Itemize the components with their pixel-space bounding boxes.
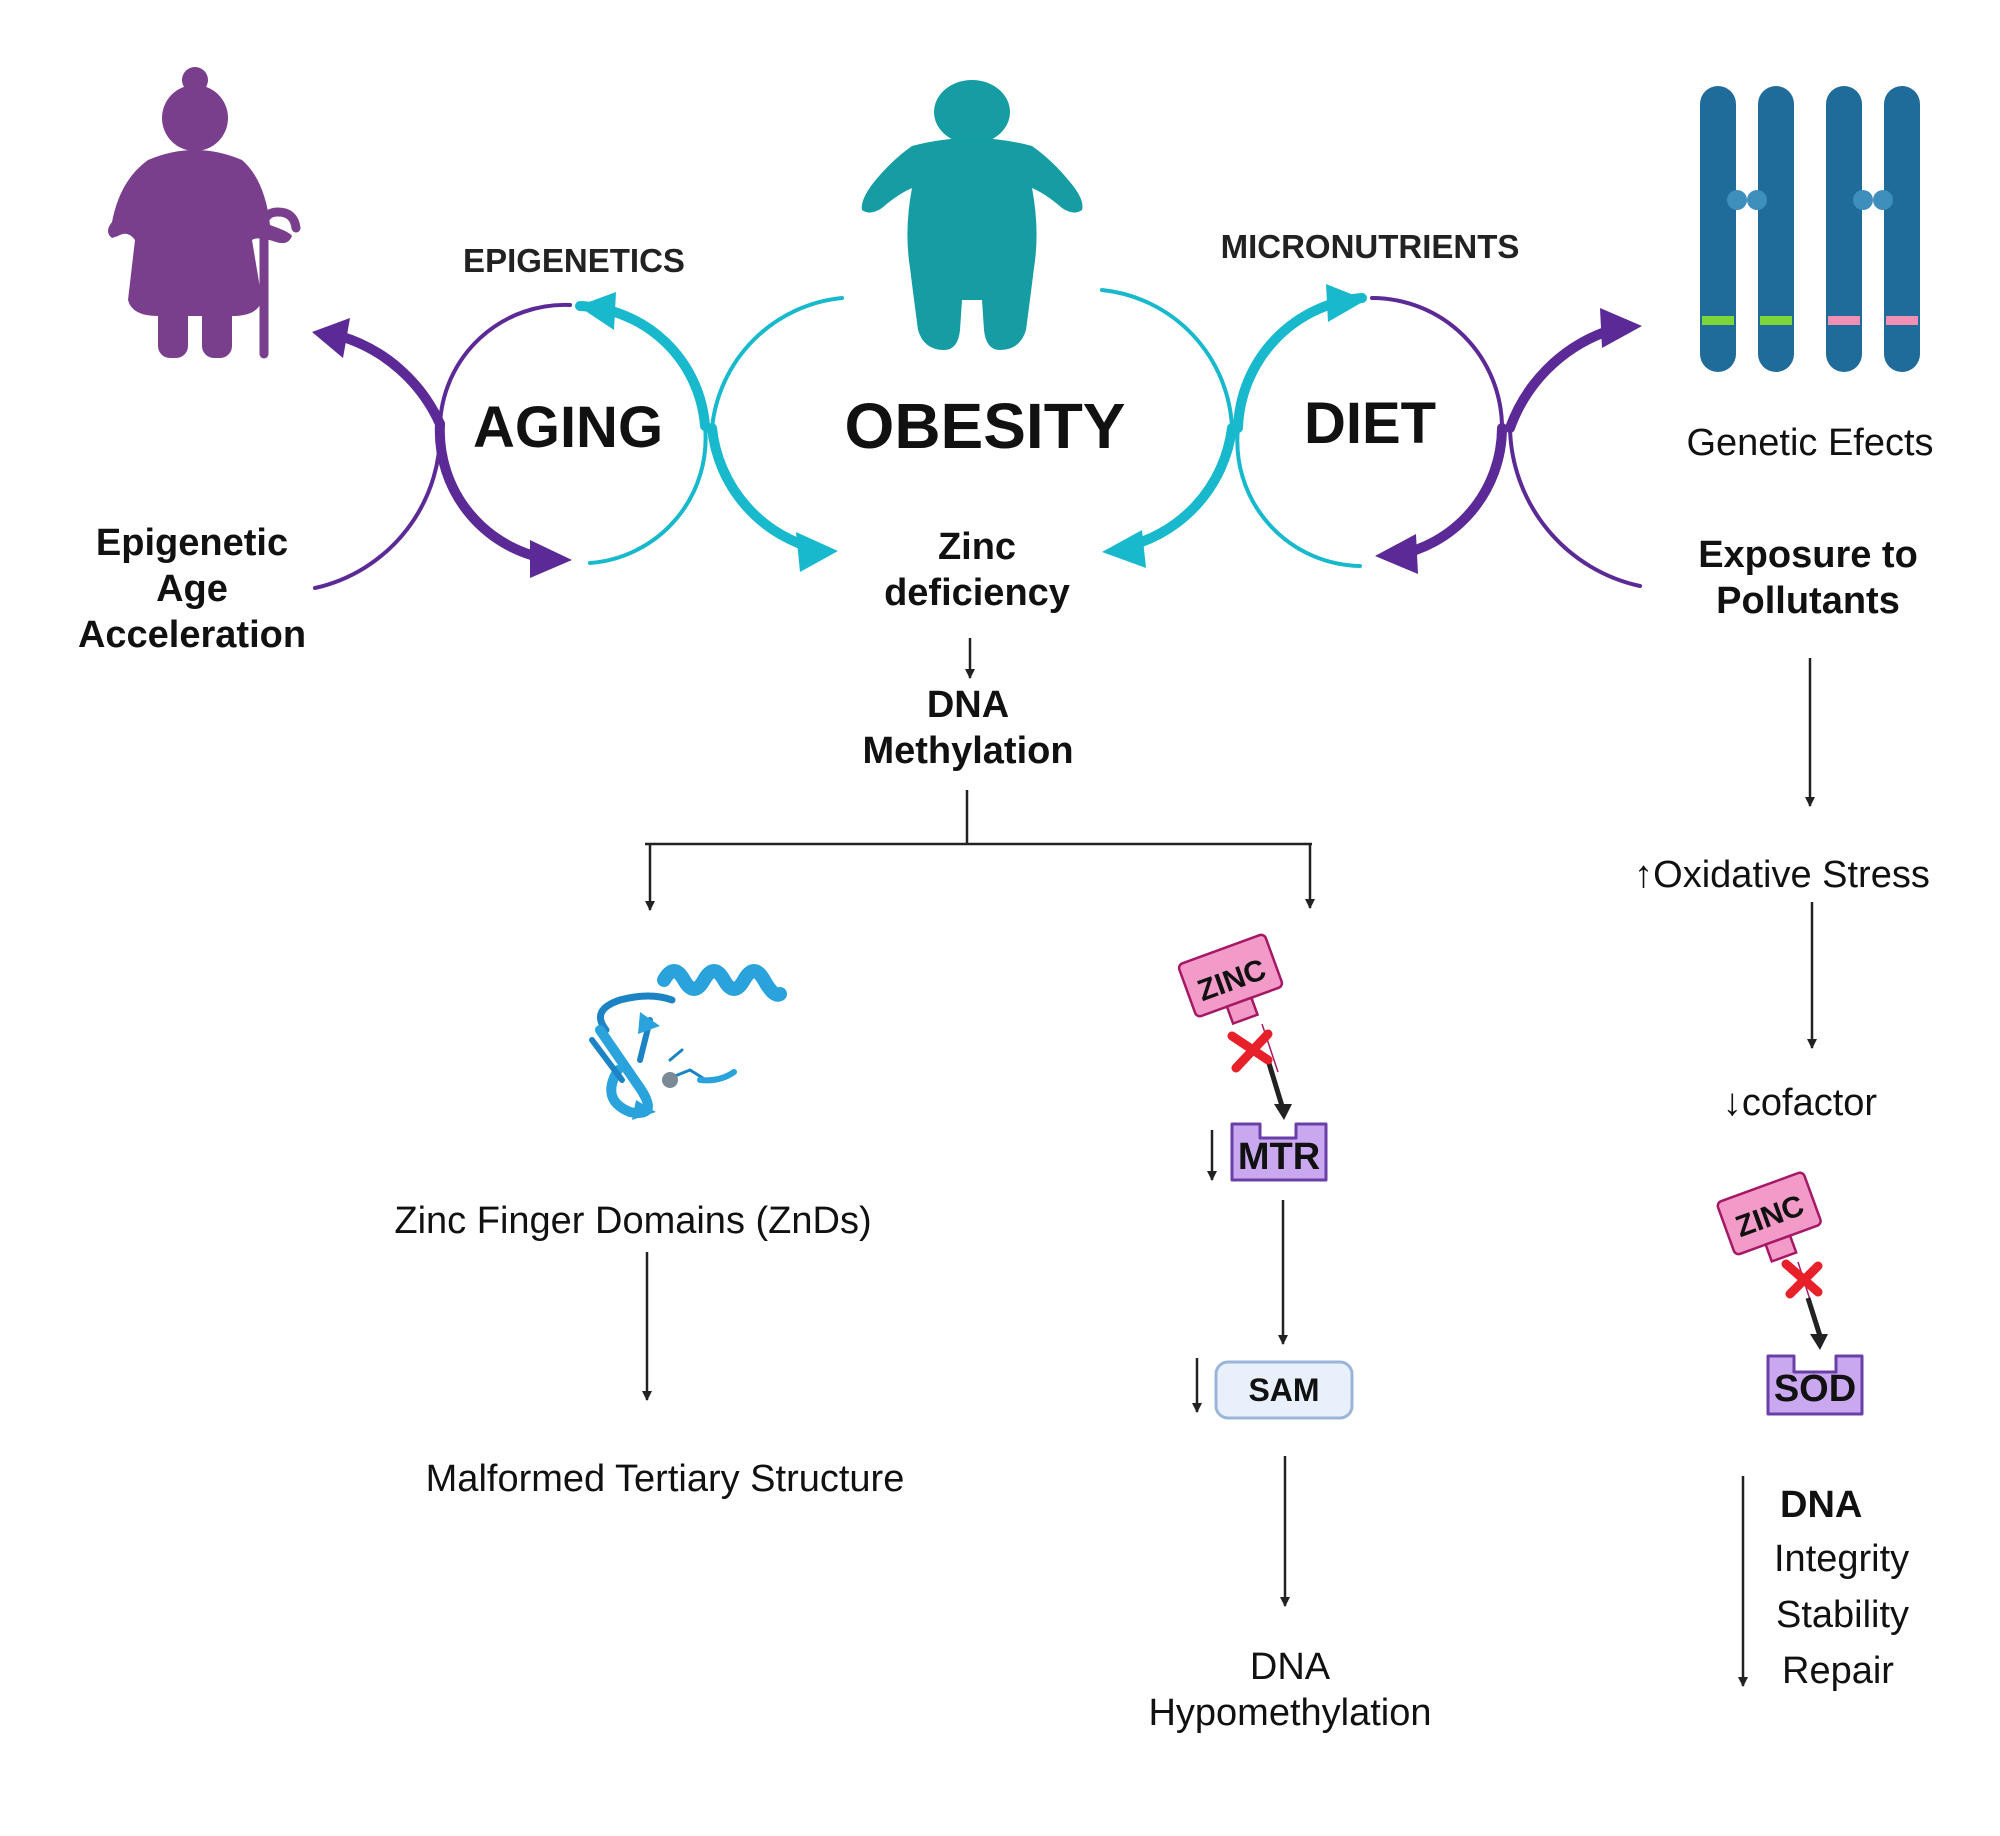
zinc-mtr-block — [1177, 933, 1354, 1420]
dna-title: DNA — [1780, 1484, 1863, 1526]
mtr-enzyme-label: MTR — [1237, 1136, 1321, 1178]
oxidative-stress-label: ↑Oxidative Stress — [1634, 854, 1930, 896]
obesity-label: OBESITY — [844, 390, 1126, 462]
aging-label: AGING — [472, 395, 664, 460]
exposure-line1: Exposure to — [1698, 534, 1918, 576]
sod-enzyme-label: SOD — [1773, 1368, 1857, 1410]
zinc-finger-protein-icon — [589, 964, 787, 1120]
dna-repair: Repair — [1782, 1650, 1894, 1692]
dna-methylation-line1: DNA — [926, 684, 1010, 726]
epigenetic-age-line1: Epigenetic — [95, 522, 289, 564]
hypomethylation-line1: DNA — [1249, 1646, 1331, 1688]
diet-label: DIET — [1303, 391, 1437, 456]
obese-person-icon — [861, 80, 1083, 350]
genetic-effects-label: Genetic Efects — [1686, 422, 1934, 464]
cofactor-label: ↓cofactor — [1722, 1082, 1878, 1124]
zinc-deficiency-line2: deficiency — [884, 572, 1070, 614]
center-flow-lines — [642, 638, 1315, 1607]
diet-cycle-arcs — [1233, 293, 1642, 588]
zinc-sod-block — [1716, 1171, 1864, 1416]
micronutrients-caption: MICRONUTRIENTS — [1220, 228, 1520, 265]
dna-integrity: Integrity — [1774, 1538, 1910, 1580]
dna-methylation-line2: Methylation — [862, 730, 1074, 772]
epigenetic-age-line2: Age — [156, 568, 228, 610]
chromosome-icon — [1700, 86, 1920, 372]
epigenetics-caption: EPIGENETICS — [463, 242, 685, 279]
zinc-finger-domains-label: Zinc Finger Domains (ZnDs) — [394, 1200, 872, 1242]
elderly-woman-icon — [108, 67, 301, 359]
right-flow-lines — [1738, 658, 1817, 1687]
epigenetic-age-line3: Acceleration — [77, 614, 307, 656]
sam-label: SAM — [1248, 1372, 1320, 1408]
zinc-deficiency-line1: Zinc — [937, 526, 1017, 568]
dna-stability: Stability — [1776, 1594, 1910, 1636]
malformed-structure-label: Malformed Tertiary Structure — [425, 1458, 905, 1500]
cycle-arrowheads — [312, 284, 1642, 578]
hypomethylation-line2: Hypomethylation — [1148, 1692, 1432, 1734]
exposure-line2: Pollutants — [1716, 580, 1900, 622]
